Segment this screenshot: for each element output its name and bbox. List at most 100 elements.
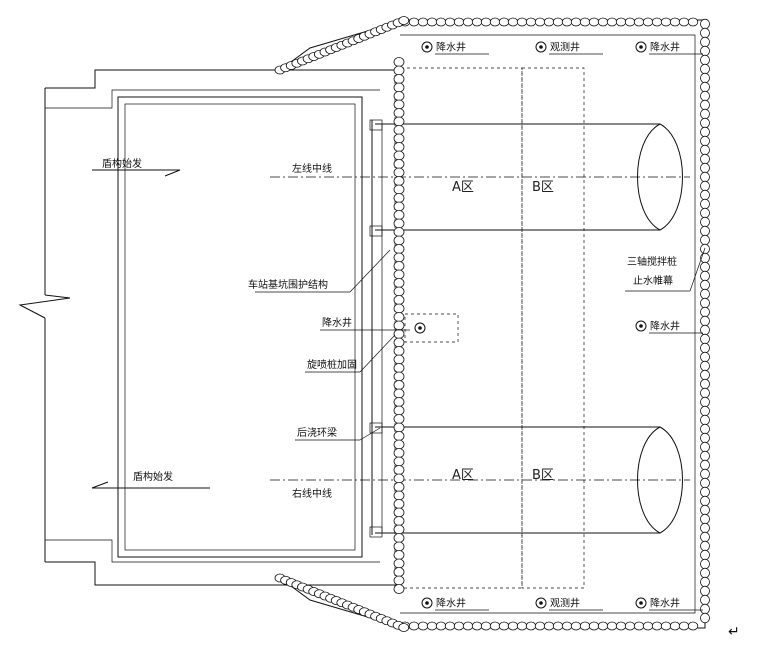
well-dot xyxy=(425,45,429,49)
pile-bead xyxy=(393,465,405,475)
pile-bead xyxy=(498,621,510,631)
pile-bead xyxy=(687,621,699,631)
well-top-3: 降水井 xyxy=(635,41,703,55)
pile-bead xyxy=(700,216,710,228)
pile-bead xyxy=(700,288,710,300)
pile-bead xyxy=(393,490,405,501)
pile-bead xyxy=(700,513,710,525)
well-ring xyxy=(535,41,547,53)
pile-bead xyxy=(393,414,405,424)
pile-bead xyxy=(393,380,405,390)
pile-bead xyxy=(700,441,710,453)
pile-bead xyxy=(393,286,405,297)
return-mark: ↵ xyxy=(728,624,740,640)
pile-bead xyxy=(393,516,405,526)
pile-bead xyxy=(700,369,710,381)
pile-bead xyxy=(700,396,710,408)
station-outline xyxy=(18,69,400,586)
pile-bead xyxy=(700,576,710,588)
pile-bead xyxy=(393,167,405,178)
pile-bead xyxy=(700,342,710,354)
well-bottom-1: 降水井 xyxy=(421,597,489,611)
pile-bead xyxy=(700,81,710,93)
tunnel-left xyxy=(375,123,683,231)
pile-bead xyxy=(393,142,405,152)
pile-bead xyxy=(516,621,528,631)
pile-bead xyxy=(660,621,672,631)
pile-bead xyxy=(393,235,405,246)
pile-bead xyxy=(700,504,710,516)
post-cast-ring-beam-label: 后浇环梁 xyxy=(297,426,337,439)
pile-bead xyxy=(588,17,600,27)
well-top-1: 降水井 xyxy=(421,41,489,55)
pile-bead xyxy=(624,621,636,631)
pile-bead xyxy=(700,405,710,417)
well-bottom-3: 降水井 xyxy=(635,597,703,611)
triaxial-pile-label-line1: 三轴搅拌桩 xyxy=(627,255,677,268)
pile-bead xyxy=(480,17,492,27)
pile-bead xyxy=(642,621,654,631)
shield-launch-top-arrow xyxy=(92,169,181,177)
dewatering-well-mid-symbol xyxy=(414,322,426,334)
well-ring xyxy=(421,597,433,609)
pile-bead xyxy=(700,180,710,192)
pile-bead xyxy=(651,621,663,631)
pile-bead xyxy=(393,337,405,348)
pile-bead xyxy=(393,150,405,161)
pile-bead xyxy=(700,153,710,165)
pile-bead xyxy=(393,482,405,492)
pile-bead xyxy=(552,621,564,631)
well-dot xyxy=(639,324,643,328)
pile-bead xyxy=(543,17,555,27)
well-right-1: 降水井 xyxy=(635,320,703,334)
pile-bead xyxy=(393,354,405,365)
pile-bead xyxy=(700,333,710,345)
pile-bead xyxy=(393,269,405,280)
pile-bead xyxy=(700,351,710,363)
pile-bead xyxy=(700,171,710,183)
pile-bead xyxy=(700,315,710,327)
pile-bead xyxy=(393,303,405,314)
pile-bead xyxy=(700,540,710,552)
pile-bead xyxy=(471,621,483,631)
pile-bead xyxy=(700,612,710,624)
pile-bead xyxy=(700,603,710,615)
jet-grouting-label: 旋喷桩加固 xyxy=(307,358,357,371)
pile-bead xyxy=(398,623,410,632)
pile-bead xyxy=(393,320,405,331)
pile-bead xyxy=(393,108,405,118)
pile-bead xyxy=(426,621,438,631)
zone-a xyxy=(394,67,523,589)
pile-bead xyxy=(507,17,519,27)
pile-bead xyxy=(700,297,710,309)
pile-bead xyxy=(700,378,710,390)
pile-bead xyxy=(471,17,483,27)
pile-bead xyxy=(700,54,710,66)
leader-lines xyxy=(255,247,706,441)
pile-bead xyxy=(700,36,710,48)
pile-bead xyxy=(393,278,405,288)
well-label: 降水井 xyxy=(650,320,680,333)
well-label: 观测井 xyxy=(550,41,580,54)
pile-bead xyxy=(700,207,710,219)
pile-bead xyxy=(597,17,609,27)
pile-bead xyxy=(393,363,405,373)
pile-bead xyxy=(700,486,710,498)
pile-bead xyxy=(393,159,405,169)
pile-bead xyxy=(393,82,405,93)
pile-bead xyxy=(606,621,618,631)
pile-bead xyxy=(700,306,710,318)
pile-bead xyxy=(570,17,582,27)
pile-bead xyxy=(678,17,690,27)
pile-bead xyxy=(534,621,546,631)
pile-bead xyxy=(700,585,710,597)
zone-a-bottom-label: A区 xyxy=(452,468,474,483)
pile-bead xyxy=(393,507,405,518)
pile-bead xyxy=(417,17,429,27)
pile-bead xyxy=(393,184,405,195)
pile-bead xyxy=(393,201,405,212)
pile-bead xyxy=(393,176,405,186)
pile-bead xyxy=(561,17,573,27)
pile-bead xyxy=(700,531,710,543)
pile-bead xyxy=(393,567,405,577)
